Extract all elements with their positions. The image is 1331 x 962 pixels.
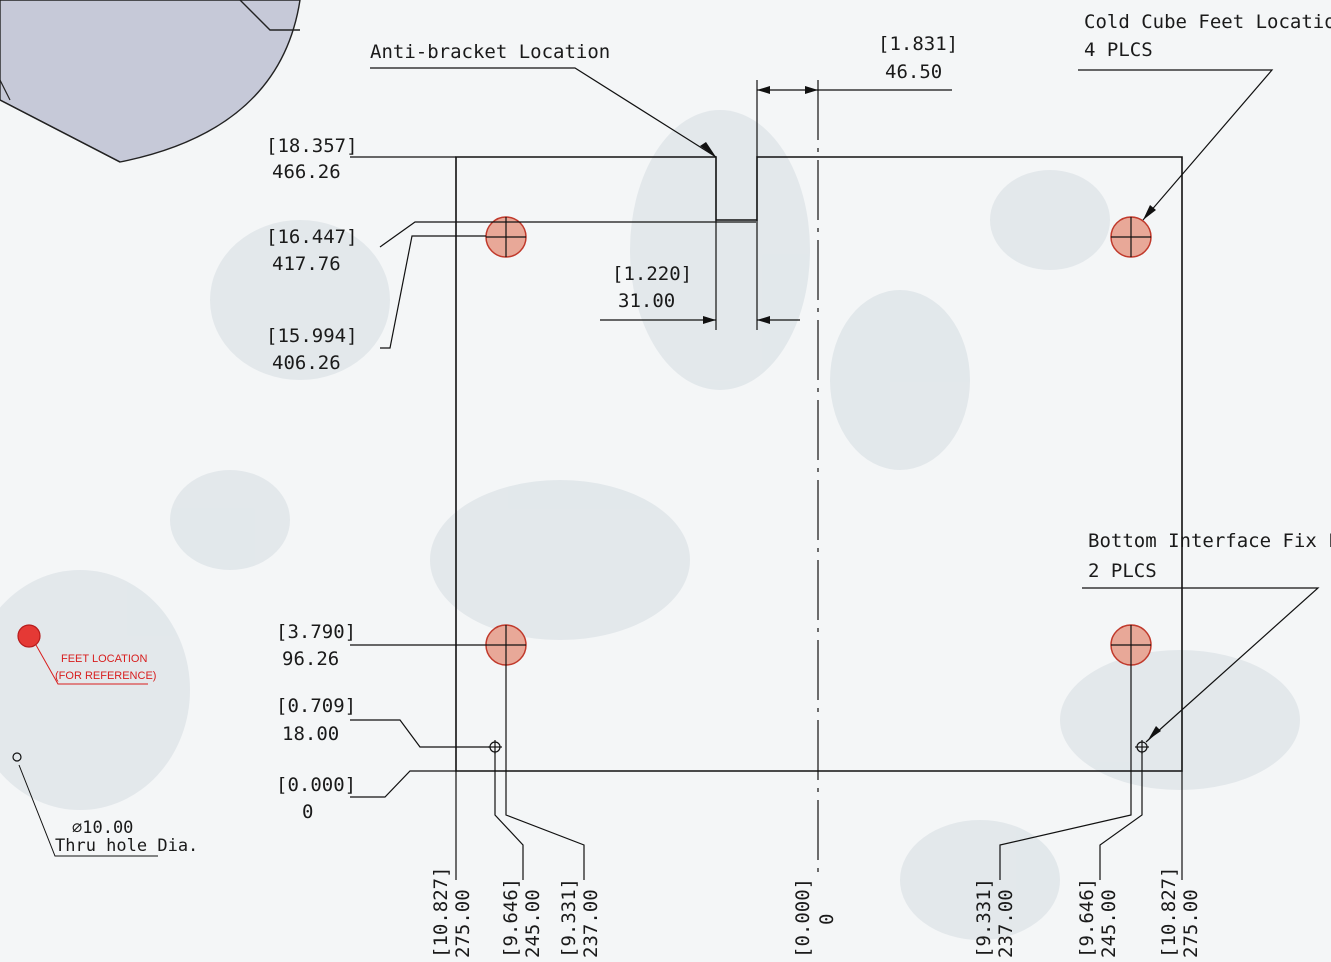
- foot-top-right: [1110, 216, 1152, 258]
- bdim-mm: 0: [816, 914, 838, 925]
- part-outline: [455, 156, 1183, 772]
- hole-dia-value: ⌀10.00: [72, 818, 133, 838]
- hole-legend-icon: [12, 752, 22, 762]
- cold-cube-qty: 4 PLCS: [1084, 39, 1153, 61]
- feet-legend-icon: [17, 624, 41, 648]
- vdim-inch: [15.994]: [266, 325, 358, 347]
- bottom-fix-leader: [1082, 587, 1320, 743]
- inner-gap-mm: 31.00: [618, 290, 675, 312]
- bdim-mm: 275.00: [1180, 889, 1202, 958]
- anti-bracket-label: Anti-bracket Location: [370, 41, 610, 63]
- cold-cube-title: Cold Cube Feet Location: [1084, 11, 1331, 33]
- bdim-mm: 275.00: [452, 889, 474, 958]
- vdim-mm: 0: [302, 801, 313, 823]
- vdim-mm: 18.00: [282, 723, 339, 745]
- legend: FEET LOCATION (FOR REFERENCE) ⌀10.00 Thr…: [12, 624, 198, 857]
- feet-legend-line2: (FOR REFERENCE): [55, 670, 156, 682]
- top-dim-lines: [600, 80, 952, 330]
- vdim-inch: [18.357]: [266, 135, 358, 157]
- vdim-mm: 466.26: [272, 161, 341, 183]
- left-dim-leaders: [350, 156, 756, 798]
- vdim-mm: 406.26: [272, 352, 341, 374]
- dim-arrowheads: [700, 86, 1161, 740]
- bdim-mm: 237.00: [580, 889, 602, 958]
- bdim-mm: 245.00: [522, 889, 544, 958]
- bdim-inch: [9.331]: [973, 878, 995, 958]
- cold-cube-leader: [1078, 69, 1274, 221]
- anti-bracket-leader: [370, 67, 717, 158]
- bdim-inch: [9.646]: [500, 878, 522, 958]
- bottom-fix-title: Bottom Interface Fix Location: [1088, 530, 1331, 552]
- bdim-inch: [0.000]: [792, 878, 814, 958]
- bdim-mm: 245.00: [1098, 889, 1120, 958]
- vdim-inch: [16.447]: [266, 226, 358, 248]
- feet-legend-line1: FEET LOCATION: [61, 653, 147, 665]
- bdim-inch: [10.827]: [430, 866, 452, 958]
- inner-gap-inch: [1.220]: [612, 263, 692, 285]
- top-gap-mm: 46.50: [885, 61, 942, 83]
- bdim-inch: [9.646]: [1076, 878, 1098, 958]
- bdim-mm: 237.00: [995, 889, 1017, 958]
- vdim-mm: 96.26: [282, 648, 339, 670]
- bottom-dim-leaders: [455, 665, 1183, 880]
- vdim-mm: 417.76: [272, 253, 341, 275]
- top-gap-inch: [1.831]: [878, 33, 958, 55]
- foot-bottom-left: [485, 624, 527, 666]
- feet-markers: [485, 216, 1152, 666]
- bdim-inch: [10.827]: [1158, 866, 1180, 958]
- hole-dia-text: Thru hole Dia.: [55, 836, 198, 856]
- vdim-inch: [0.000]: [276, 774, 356, 796]
- bdim-inch: [9.331]: [558, 878, 580, 958]
- vdim-inch: [0.709]: [276, 695, 356, 717]
- iso-view-fragment: [0, 0, 301, 163]
- bottom-fix-qty: 2 PLCS: [1088, 560, 1157, 582]
- foot-bottom-right: [1110, 624, 1152, 666]
- foot-top-left: [485, 216, 527, 258]
- bottom-dim-texts: [10.827] 275.00 [9.646] 245.00 [9.331] 2…: [430, 866, 1202, 958]
- vdim-inch: [3.790]: [276, 621, 356, 643]
